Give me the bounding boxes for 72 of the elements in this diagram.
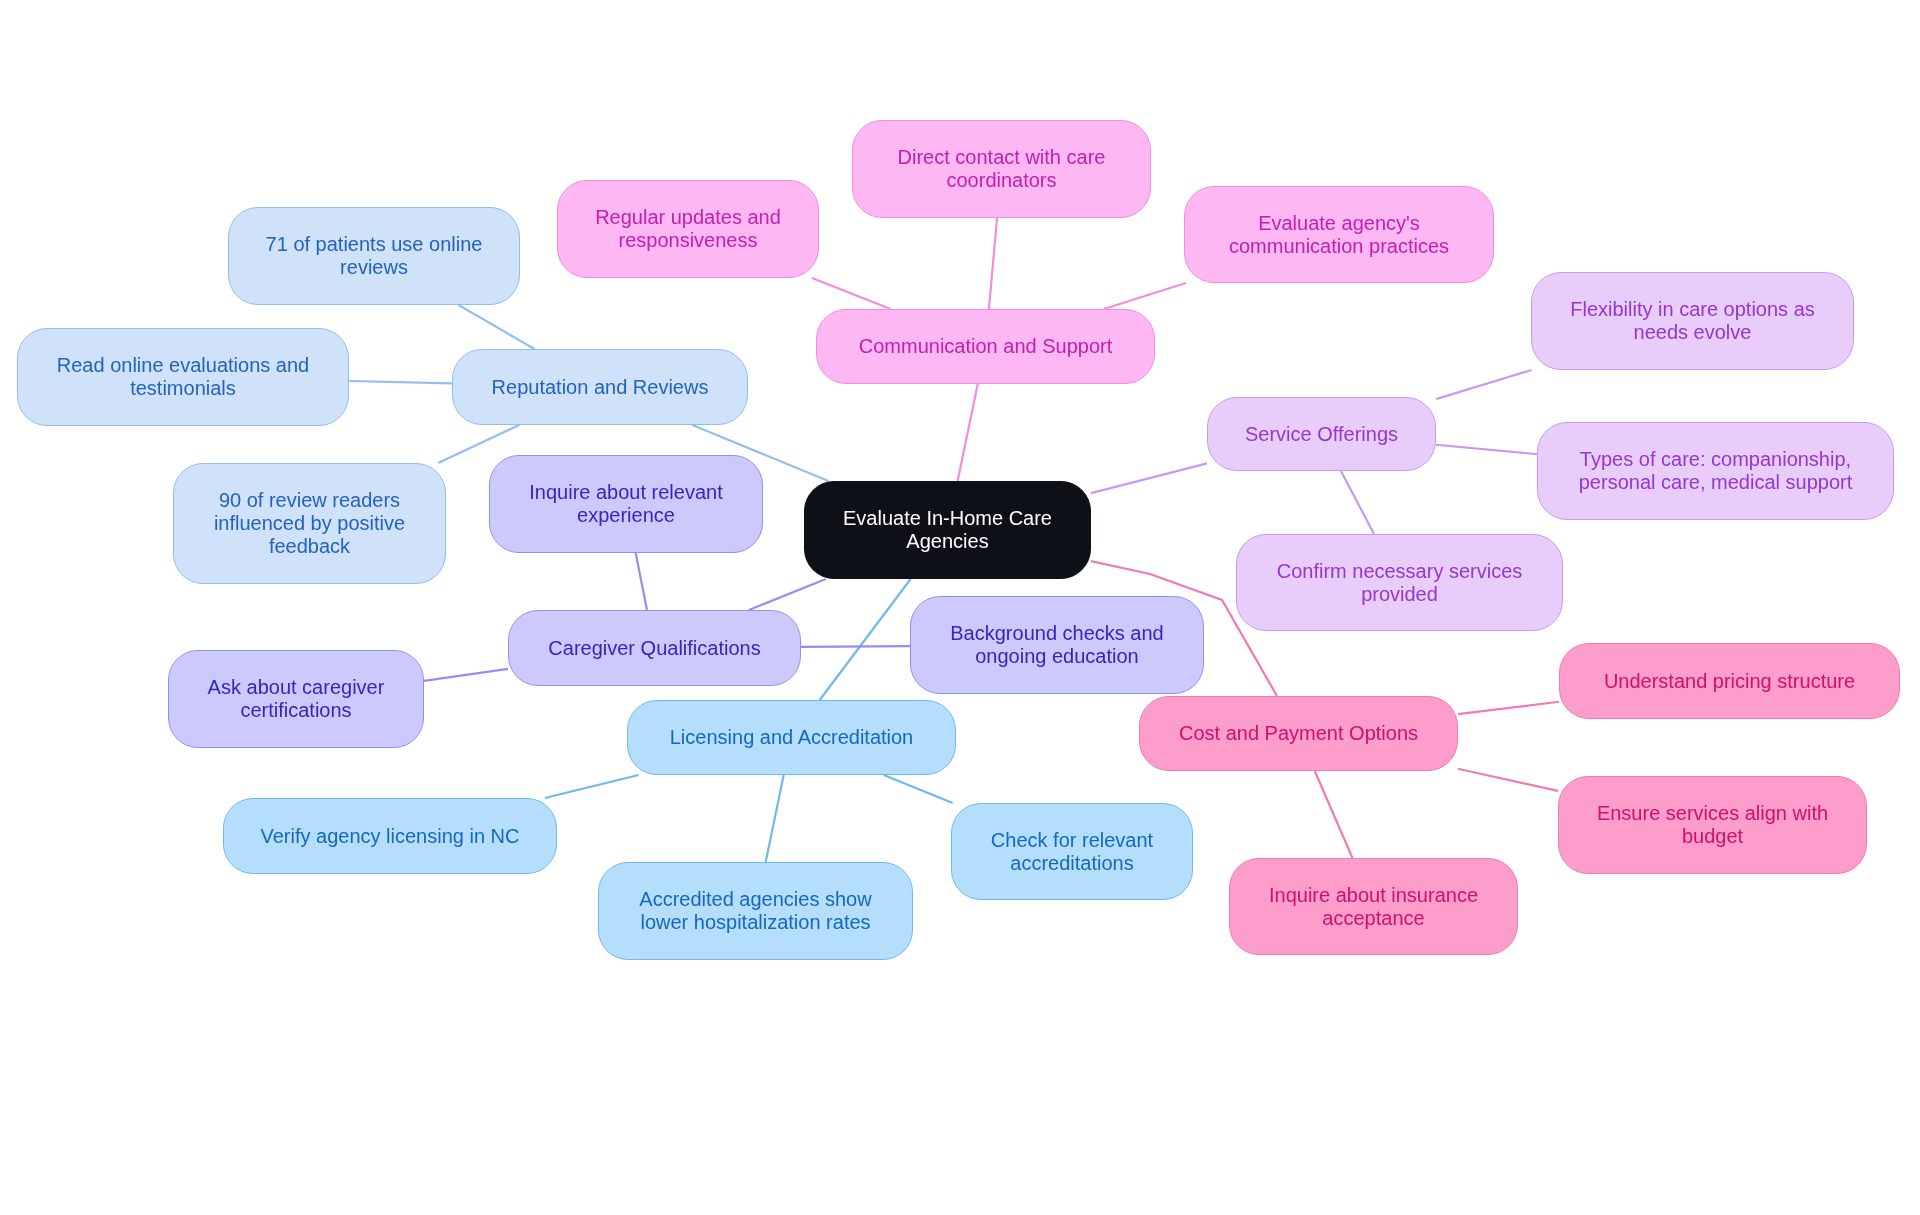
subtopic-box	[17, 328, 349, 426]
topic-text: Evaluate agency's communication practices	[1227, 211, 1451, 258]
branch-topic-box	[1207, 397, 1436, 471]
branch-topic-box	[1139, 696, 1458, 771]
connector-line	[544, 773, 639, 800]
subtopic-box	[557, 180, 819, 278]
subtopic-box	[173, 463, 446, 584]
connector-line	[423, 667, 509, 682]
topic-text: Communication and Support	[858, 335, 1113, 358]
connector-line	[764, 774, 785, 863]
branch-topic-box	[627, 700, 956, 775]
topic-text: Ask about caregiver certifications	[206, 676, 386, 722]
connector-line	[1435, 368, 1532, 401]
subtopic-box	[910, 596, 1204, 694]
connector-line	[1457, 700, 1560, 716]
connector-line	[1435, 443, 1538, 456]
connector-line	[457, 304, 535, 350]
central-topic-box	[804, 481, 1091, 579]
subtopic-box	[228, 207, 520, 305]
topic-text: Direct contact with care coordinators	[896, 146, 1107, 192]
branch-topic-box	[816, 309, 1155, 384]
topic-text: Cost and Payment Options	[1179, 722, 1418, 745]
topic-text: Caregiver Qualifications	[548, 636, 761, 660]
topic-text: Flexibility in care options as needs evolve	[1569, 298, 1816, 344]
subtopic-box	[598, 862, 913, 960]
connector-line	[956, 383, 979, 482]
connector-line	[634, 552, 649, 611]
subtopic-box	[1531, 272, 1854, 370]
topic-text: Regular updates and responsiveness	[594, 206, 782, 252]
subtopic-box	[1537, 422, 1894, 520]
topic-text: 90 of review readers influenced by positive feedback	[212, 489, 407, 558]
subtopic-box	[1558, 776, 1867, 874]
topic-text: Types of care: companionship, personal care, medical support	[1577, 448, 1854, 494]
topic-text: Reputation and Reviews	[491, 375, 709, 399]
topic-text: Understand pricing structure	[1603, 669, 1856, 693]
connector-line	[801, 645, 910, 648]
connector-line	[348, 379, 453, 385]
connector-line	[883, 774, 954, 804]
topic-text: Licensing and Accreditation	[669, 726, 914, 749]
branch-topic-box	[508, 610, 801, 686]
topic-text: Inquire about insurance acceptance	[1267, 883, 1479, 930]
topic-text: Inquire about relevant experience	[528, 481, 724, 527]
connector-line	[1090, 462, 1208, 495]
topic-text: Check for relevant accreditations	[989, 828, 1155, 875]
subtopic-box	[223, 798, 557, 874]
connector-line	[987, 217, 999, 310]
topic-text: Background checks and ongoing education	[949, 622, 1165, 668]
subtopic-box	[1559, 643, 1900, 719]
subtopic-box	[489, 455, 763, 553]
subtopic-box	[1229, 858, 1518, 955]
topic-text: Verify agency licensing in NC	[260, 824, 520, 848]
connector-line	[1313, 770, 1354, 859]
topic-text: Evaluate In-Home Care Agencies	[842, 507, 1053, 553]
subtopic-box	[951, 803, 1193, 900]
connector-line	[1457, 767, 1559, 792]
connector-line	[1103, 281, 1187, 311]
branch-topic-box	[452, 349, 748, 425]
topic-text: Ensure services align with budget	[1595, 802, 1830, 848]
subtopic-box	[852, 120, 1151, 218]
topic-text: Confirm necessary services provided	[1275, 559, 1524, 606]
connector-line	[811, 276, 891, 311]
connector-line	[1339, 470, 1375, 535]
subtopic-box	[168, 650, 424, 748]
topic-text: Read online evaluations and testimonials	[55, 354, 311, 400]
subtopic-box	[1184, 186, 1494, 283]
connector-line	[818, 578, 912, 701]
connector-line	[748, 577, 827, 612]
connector-line	[1090, 560, 1278, 697]
topic-text: Service Offerings	[1245, 422, 1398, 446]
topic-text: 71 of patients use online reviews	[264, 233, 484, 279]
subtopic-box	[1236, 534, 1563, 631]
topic-text: Accredited agencies show lower hospitalization rates	[638, 888, 873, 934]
